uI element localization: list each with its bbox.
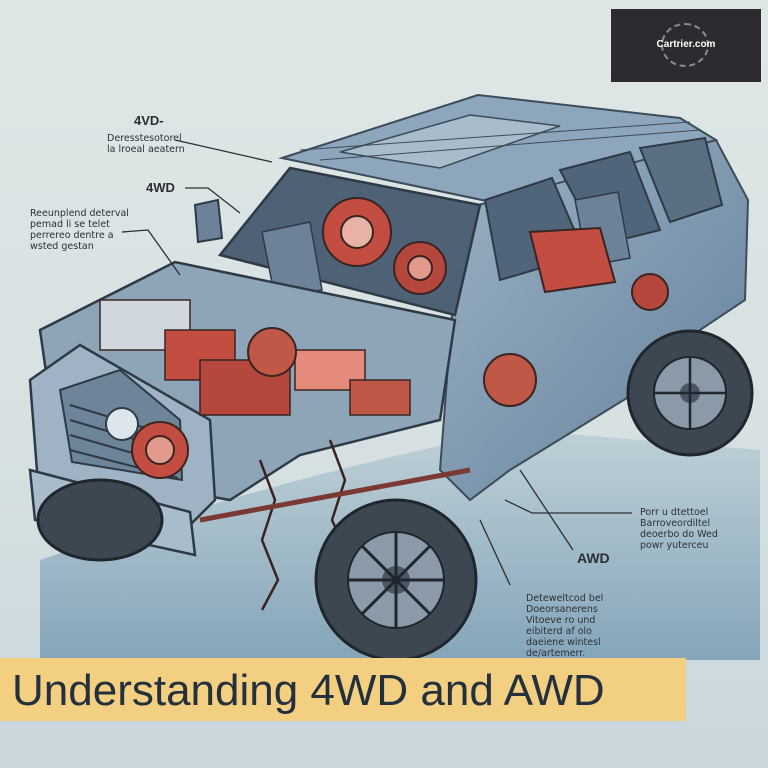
desc-line: deoerbo do Wed — [640, 529, 718, 540]
label-left-desc: Reeunplend deterval pemad li se telet pe… — [30, 208, 129, 252]
site-logo: Cartrier.com — [611, 9, 761, 82]
logo-text: Cartrier.com — [656, 39, 716, 50]
roof — [278, 93, 719, 210]
side-mirror — [193, 198, 224, 244]
front-left-wheel — [36, 478, 164, 562]
rear-differential — [483, 226, 669, 407]
sunroof — [339, 114, 561, 169]
title-banner: Understanding 4WD and AWD — [0, 658, 686, 721]
desc-line: eibiterd af olo — [526, 626, 592, 637]
desc-line: daeiene wintesl — [526, 637, 601, 648]
rear-wheel — [626, 329, 754, 457]
desc-line: pemad li se telet — [30, 219, 110, 230]
desc-line: Reeunplend deterval — [30, 208, 129, 219]
front-seat — [261, 221, 323, 299]
desc-line: de/artemerr. — [526, 648, 586, 659]
page-title: Understanding 4WD and AWD — [12, 666, 605, 715]
desc-line: Deteweltcod bel — [526, 593, 604, 604]
desc-line: Doeorsanerens — [526, 604, 598, 615]
desc-line: wsted gestan — [30, 241, 94, 252]
desc-line: perrereo dentre a — [30, 230, 114, 241]
front-right-wheel — [314, 498, 478, 662]
rear-window — [638, 136, 724, 224]
label-right-desc: Porr u dtettoel Barroveordiltel deoerbo … — [640, 507, 718, 551]
desc-line: la lroeal aeatern — [107, 144, 185, 155]
label-4wd-top-desc: Deresstesotorel la lroeal aeatern — [107, 133, 185, 155]
desc-line: Vitoeve ro und — [526, 615, 596, 626]
front-alternator — [131, 421, 189, 479]
desc-line: Deresstesotorel — [107, 133, 182, 144]
headlight — [105, 407, 139, 441]
transfer-case-gears — [247, 197, 447, 377]
label-4wd-top: 4VD- — [134, 113, 164, 128]
gear-ring-icon — [661, 23, 709, 67]
desc-line: Barroveordiltel — [640, 518, 711, 529]
leader-lines — [121, 139, 632, 586]
label-bottom-desc: Deteweltcod bel Doeorsanerens Vitoeve ro… — [526, 593, 603, 659]
label-4wd-mid: 4WD — [146, 180, 175, 195]
desc-line: Porr u dtettoel — [640, 507, 709, 518]
label-awd: AWD — [577, 550, 610, 566]
desc-line: powr yuterceu — [640, 540, 709, 551]
